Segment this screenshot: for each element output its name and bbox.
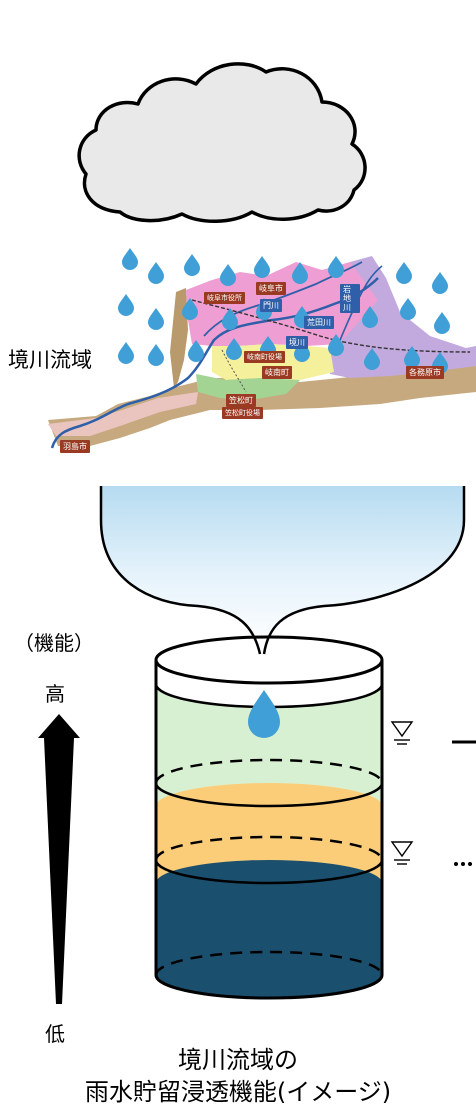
tank-level-upper-front: [154, 782, 384, 808]
rain-drop-icon: [432, 272, 448, 294]
tank-level-upper-back: [154, 758, 384, 784]
rain-drop-icon: [118, 294, 134, 316]
rain-drop-icon: [292, 262, 308, 284]
rain-drop-icon: [294, 340, 310, 362]
rain-drop-icon: [328, 256, 344, 278]
rain-drop-icon: [220, 264, 236, 286]
rain-drop-icon: [404, 346, 420, 368]
rain-drop-icon: [148, 344, 164, 366]
basin-label: 境川流域: [8, 348, 92, 372]
rain-drop-icon: [364, 348, 380, 370]
rain-drop-icon: [328, 334, 344, 356]
level-line-dotted: [454, 862, 472, 866]
cloud-icon: [77, 62, 367, 223]
tank-layer-top: [156, 684, 382, 806]
rain-drop-icon: [222, 308, 238, 330]
tank-rim: [154, 635, 384, 685]
map-label-kasamatsu-office: 笠松町役場: [222, 407, 263, 419]
funnel: [101, 486, 464, 650]
map-label-gifu-office: 岐阜市役所: [204, 292, 245, 304]
map-label-gifu-city: 岐阜市: [256, 282, 286, 295]
function-label: （機能）: [14, 631, 94, 655]
map-ground-left: [170, 288, 188, 388]
rain-drop-icon: [188, 340, 204, 362]
rain-drop-icon: [182, 298, 198, 320]
rain-drop-icon: [362, 306, 378, 328]
map-label-ginan-town: 岐南町: [262, 366, 292, 379]
rain-drop-icon: [254, 256, 270, 278]
funnel-outline: [99, 486, 466, 655]
map-label-kasamatsu-town: 笠松町: [226, 394, 256, 407]
function-arrow-icon: [38, 714, 80, 1004]
tank-layer-bottom: [156, 837, 382, 998]
rain-drop-icon: [400, 298, 416, 320]
rain-drop-icon: [184, 254, 200, 276]
tank-layer-middle: [156, 760, 382, 883]
rain-drop-icon: [122, 248, 138, 270]
rain-drops: [118, 248, 450, 374]
rain-drop-icon: [148, 308, 164, 330]
river-iwachi: [335, 265, 383, 351]
map-ground: [48, 366, 476, 446]
river-sakai: [50, 277, 379, 449]
rain-drop-icon: [396, 262, 412, 284]
rain-drop-icon: [148, 262, 164, 284]
high-label: 高: [45, 682, 65, 706]
map-region-kasamatsu: [196, 374, 300, 400]
caption-line-2: 雨水貯留浸透機能(イメージ): [84, 1078, 392, 1106]
city-boundary: [221, 349, 247, 393]
rain-drop-icon: [434, 312, 450, 334]
map-label-ginan-office: 岐南町役場: [244, 351, 285, 363]
map-label-arata-river: 荒田川: [304, 316, 334, 329]
rain-drop-icon: [226, 338, 242, 360]
caption-line-1: 境川流域の: [178, 1046, 298, 1074]
tank-level-lower-back: [154, 835, 384, 861]
tank-level-lower-front: [154, 859, 384, 885]
map-label-hashima-city: 羽島市: [60, 440, 90, 453]
low-label: 低: [45, 1022, 65, 1046]
tank-base-back: [154, 950, 384, 976]
map-label-kado-river: 門川: [260, 299, 282, 312]
water-level-symbol-icon: [390, 721, 414, 745]
map-label-kakamigahara-city: 各務原市: [406, 366, 444, 379]
map-label-iwachi-river: 岩地川: [340, 284, 360, 313]
rain-drop-icon: [118, 342, 134, 364]
tank-body: [154, 660, 384, 1000]
water-drop-icon: [248, 690, 280, 738]
map-label-sakai-river: 境川: [286, 336, 308, 349]
water-level-symbol-icon: [390, 841, 414, 865]
